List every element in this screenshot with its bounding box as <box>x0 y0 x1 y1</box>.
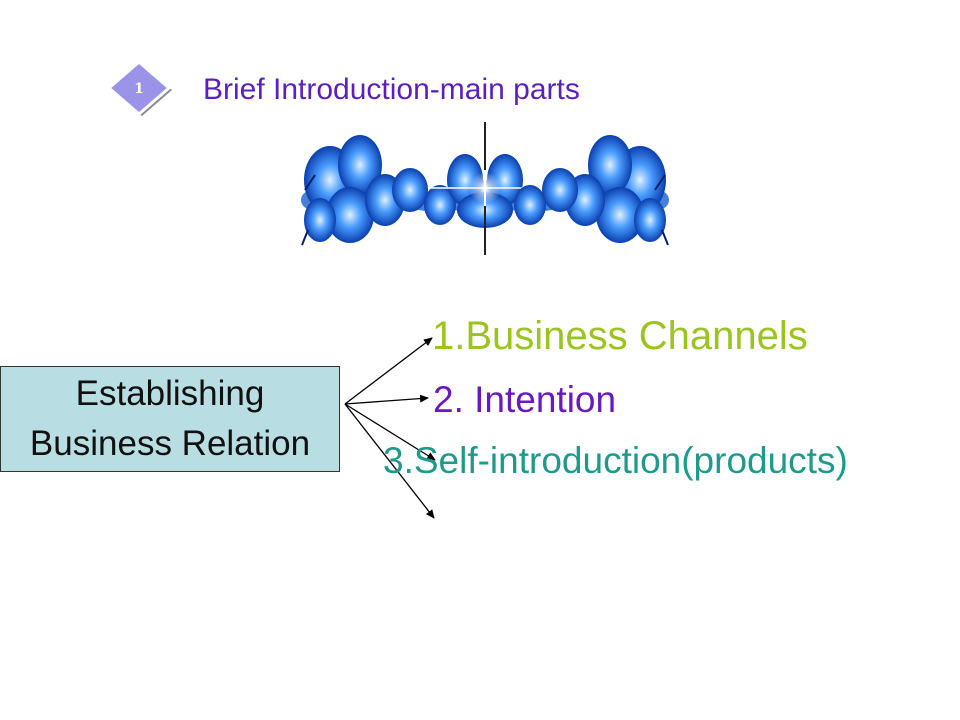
number-badge: 1 <box>108 62 188 122</box>
badge-number: 1 <box>134 81 144 97</box>
topic-box: Establishing Business Relation <box>0 366 340 472</box>
item-intention: 2. Intention <box>433 379 617 420</box>
diamond-badge-icon: 1 <box>108 62 172 116</box>
item-self-introduction: 3.Self-introduction(products) <box>383 440 848 481</box>
flower-garland-icon <box>300 120 670 260</box>
topic-box-line1: Establishing <box>75 374 265 413</box>
slide-title: Brief Introduction-main parts <box>203 73 580 106</box>
arrow-to-item1 <box>344 337 433 405</box>
arrow-to-item2 <box>344 394 429 405</box>
topic-box-line2: Business Relation <box>29 424 311 463</box>
item-business-channels: 1.Business Channels <box>432 314 808 358</box>
